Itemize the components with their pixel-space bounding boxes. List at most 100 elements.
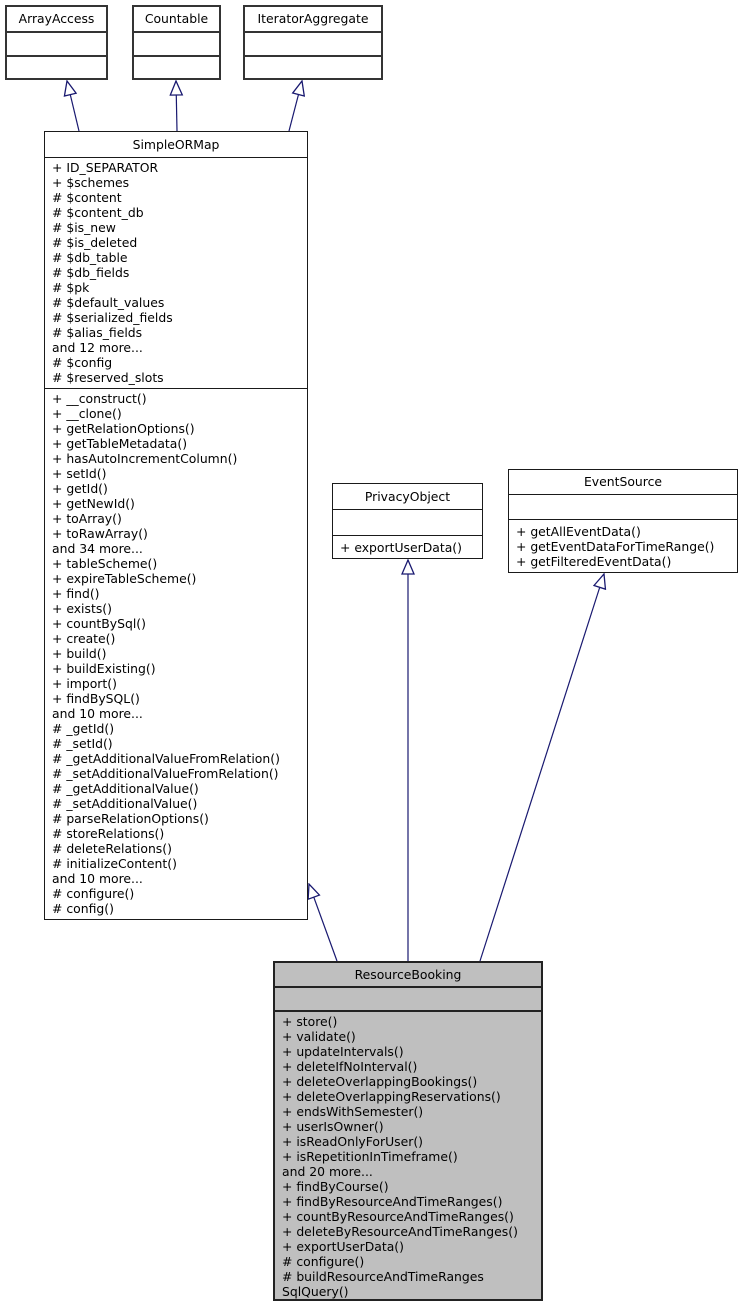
member-item: + deleteOverlappingBookings()	[282, 1074, 478, 1089]
member-item: + findByResourceAndTimeRanges()	[282, 1194, 503, 1209]
class-box-privacyobject[interactable]: PrivacyObject + exportUserData()	[332, 483, 483, 559]
member-item: + tableScheme()	[52, 556, 158, 571]
member-item: + exists()	[52, 601, 112, 616]
methods-section: + exportUserData()	[333, 535, 482, 558]
member-item: # $is_deleted	[52, 235, 138, 250]
class-title: SimpleORMap	[132, 137, 220, 152]
member-item: + deleteByResourceAndTimeRanges()	[282, 1224, 518, 1239]
class-box-resourcebooking: ResourceBooking + store()+ validate()+ u…	[273, 961, 543, 1301]
member-item: + countByResourceAndTimeRanges()	[282, 1209, 514, 1224]
member-item: # _getAdditionalValueFromRelation()	[52, 751, 280, 766]
member-item: + deleteOverlappingReservations()	[282, 1089, 501, 1104]
member-item: # configure()	[282, 1254, 365, 1269]
attributes-section	[134, 31, 219, 55]
member-item: + getAllEventData()	[516, 524, 641, 539]
member-item: and 10 more...	[52, 706, 143, 721]
attributes-section	[275, 986, 541, 1010]
methods-section: + store()+ validate()+ updateIntervals()…	[275, 1010, 541, 1299]
member-item: + countBySql()	[52, 616, 146, 631]
attributes-section	[333, 509, 482, 535]
member-item: + __clone()	[52, 406, 122, 421]
member-item: # $content	[52, 190, 122, 205]
class-box-simpleormap[interactable]: SimpleORMap + ID_SEPARATOR+ $schemes# $c…	[44, 131, 308, 920]
member-item: # _getId()	[52, 721, 115, 736]
member-item: and 20 more...	[282, 1164, 373, 1179]
member-item: + buildExisting()	[52, 661, 156, 676]
member-item: # buildResourceAndTimeRanges	[282, 1269, 484, 1284]
member-item: # parseRelationOptions()	[52, 811, 209, 826]
class-box-iteratoraggregate[interactable]: IteratorAggregate	[243, 5, 383, 80]
inheritance-arrow-simpleormap-to-countable	[176, 81, 177, 132]
member-item: # $is_new	[52, 220, 116, 235]
class-title: ArrayAccess	[18, 11, 95, 26]
member-item: + setId()	[52, 466, 107, 481]
member-item: # $db_fields	[52, 265, 130, 280]
member-item: + getEventDataForTimeRange()	[516, 539, 715, 554]
methods-section	[7, 55, 106, 78]
member-item: + updateIntervals()	[282, 1044, 404, 1059]
member-item: + $schemes	[52, 175, 130, 190]
methods-section	[245, 55, 381, 78]
attributes-section	[7, 31, 106, 55]
class-title: ResourceBooking	[354, 967, 462, 982]
member-item: # _getAdditionalValue()	[52, 781, 199, 796]
member-item: + findBySQL()	[52, 691, 140, 706]
member-item: # _setAdditionalValue()	[52, 796, 198, 811]
member-item: + build()	[52, 646, 107, 661]
member-item: and 34 more...	[52, 541, 143, 556]
member-item: # _setAdditionalValueFromRelation()	[52, 766, 279, 781]
member-item: + isReadOnlyForUser()	[282, 1134, 424, 1149]
member-item: + import()	[52, 676, 117, 691]
member-item: and 10 more...	[52, 871, 143, 886]
member-item: + toRawArray()	[52, 526, 148, 541]
member-item: + isRepetitionInTimeframe()	[282, 1149, 458, 1164]
member-item: + endsWithSemester()	[282, 1104, 424, 1119]
class-box-eventsource[interactable]: EventSource + getAllEventData()+ getEven…	[508, 469, 738, 573]
member-item: + deleteIfNoInterval()	[282, 1059, 418, 1074]
methods-section	[134, 55, 219, 78]
member-item: # $db_table	[52, 250, 128, 265]
member-item: + validate()	[282, 1029, 356, 1044]
member-item: + userIsOwner()	[282, 1119, 384, 1134]
member-item: + getFilteredEventData()	[516, 554, 672, 569]
member-item: + toArray()	[52, 511, 122, 526]
methods-section: + getAllEventData()+ getEventDataForTime…	[509, 519, 737, 572]
member-item: + find()	[52, 586, 100, 601]
member-item: # storeRelations()	[52, 826, 165, 841]
member-item: + exportUserData()	[282, 1239, 404, 1254]
member-item: + hasAutoIncrementColumn()	[52, 451, 238, 466]
member-item: + ID_SEPARATOR	[52, 160, 159, 175]
member-item: # $reserved_slots	[52, 370, 164, 385]
attributes-section	[509, 494, 737, 519]
class-title: PrivacyObject	[364, 489, 451, 504]
member-item: # $pk	[52, 280, 90, 295]
class-title: IteratorAggregate	[257, 11, 369, 26]
attributes-section	[245, 31, 381, 55]
inheritance-arrow-resourcebooking-to-simpleormap	[309, 884, 338, 962]
class-box-arrayaccess[interactable]: ArrayAccess	[5, 5, 108, 80]
member-item: + expireTableScheme()	[52, 571, 197, 586]
member-item: + getNewId()	[52, 496, 135, 511]
member-item: # $config	[52, 355, 113, 370]
member-item: # configure()	[52, 886, 135, 901]
member-item: # $content_db	[52, 205, 144, 220]
member-item: + getId()	[52, 481, 108, 496]
member-item: + __construct()	[52, 391, 147, 406]
member-item: # deleteRelations()	[52, 841, 172, 856]
member-item: + store()	[282, 1014, 338, 1029]
member-item: # initializeContent()	[52, 856, 177, 871]
member-item: + exportUserData()	[340, 540, 462, 555]
member-item: # $alias_fields	[52, 325, 143, 340]
member-item: # $default_values	[52, 295, 165, 310]
member-item: + create()	[52, 631, 116, 646]
member-item: + getRelationOptions()	[52, 421, 195, 436]
member-item: + getTableMetadata()	[52, 436, 188, 451]
member-item: + findByCourse()	[282, 1179, 389, 1194]
inheritance-arrow-resourcebooking-to-eventsource	[479, 574, 604, 962]
member-item: and 12 more...	[52, 340, 143, 355]
class-box-countable[interactable]: Countable	[132, 5, 221, 80]
attributes-section: + ID_SEPARATOR+ $schemes# $content# $con…	[45, 157, 307, 388]
member-item: SqlQuery()	[282, 1284, 349, 1299]
